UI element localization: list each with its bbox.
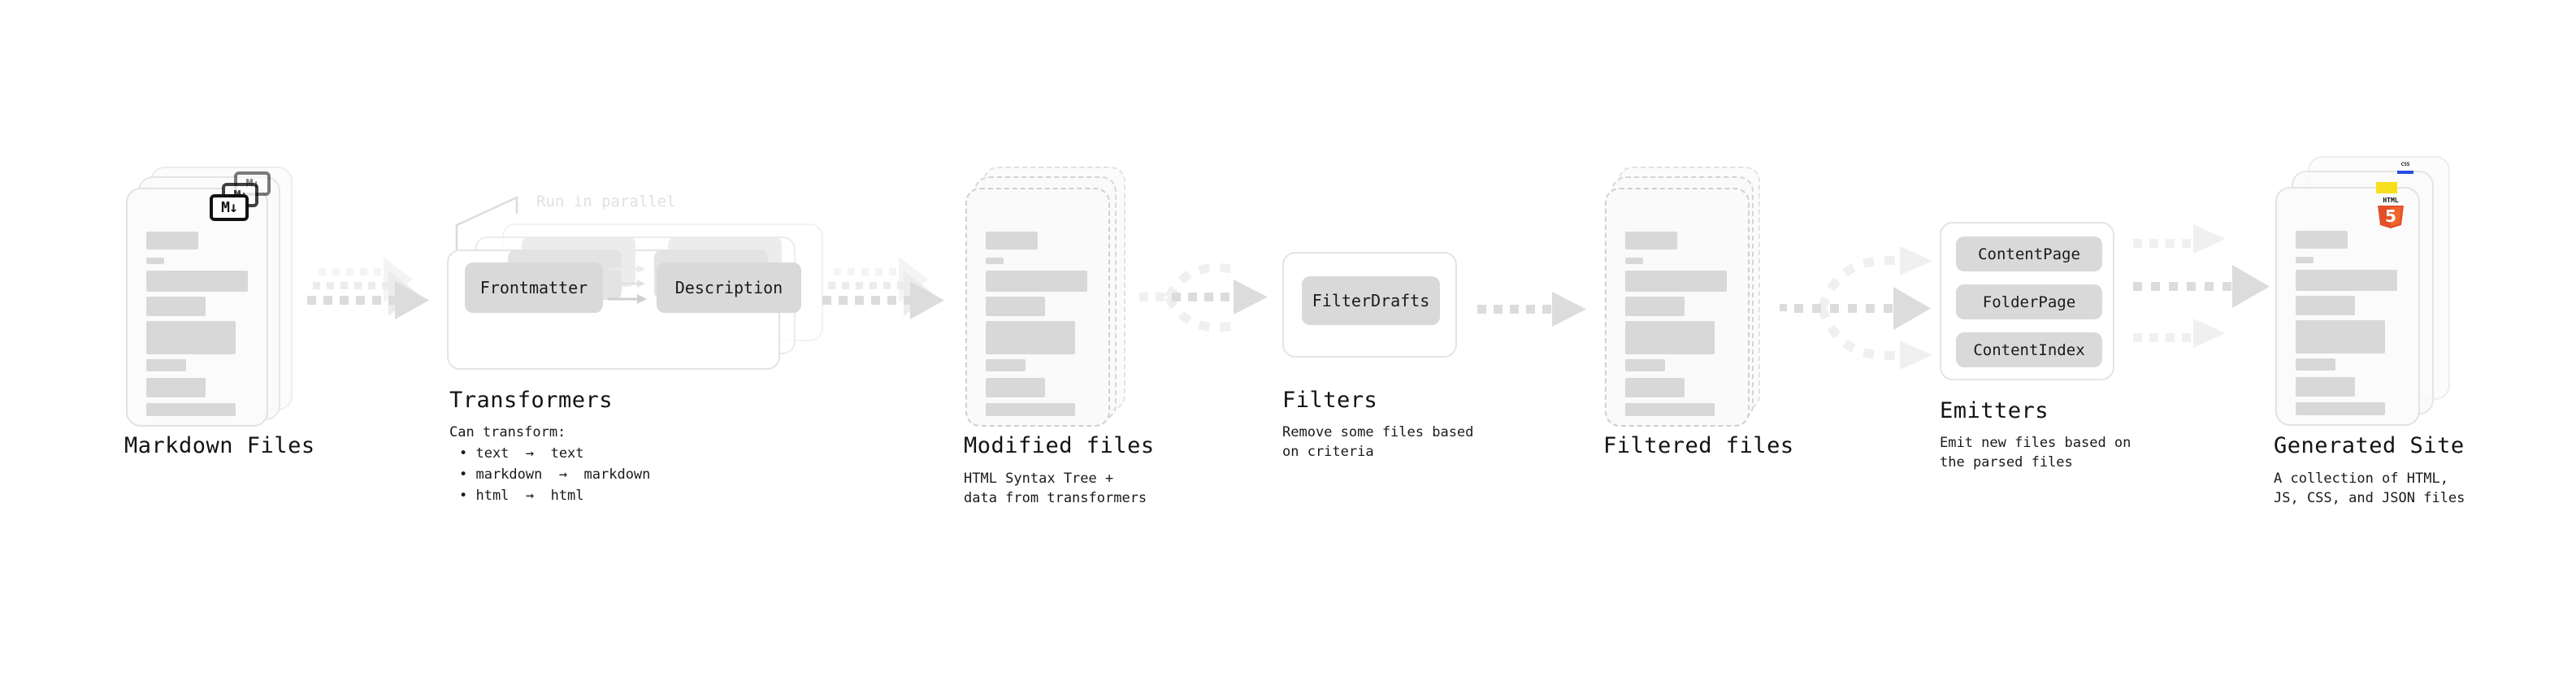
filtered-card-front [1605, 188, 1750, 427]
html5-badge: HTML 5 [2378, 197, 2404, 228]
content-bar [146, 403, 236, 416]
content-bar [986, 297, 1045, 316]
arrow-transformers-to-modified [822, 257, 944, 319]
arrow-markdown-to-transformers [307, 257, 429, 319]
content-bar [146, 258, 164, 264]
emitters-box: ContentPage FolderPage ContentIndex [1940, 222, 2114, 380]
emitters-subtitle: Emit new files based on the parsed files [1940, 435, 2131, 471]
content-bar [2296, 257, 2314, 263]
content-bar [2296, 296, 2355, 315]
content-bar [1625, 297, 1685, 316]
modified-files-subtitle: HTML Syntax Tree + data from transformer… [964, 471, 1147, 506]
js-badge [2376, 182, 2397, 193]
content-bar [1625, 321, 1715, 354]
emitter-pill-contentpage[interactable]: ContentPage [1956, 236, 2102, 271]
generated-site-subtitle: A collection of HTML, JS, CSS, and JSON … [2274, 471, 2465, 506]
page-title-emitters: Emitters [1940, 398, 2049, 423]
transformers-bullets: • text → text • markdown → markdown • ht… [459, 443, 650, 506]
filters-box: FilterDrafts [1282, 252, 1457, 358]
content-bar [146, 378, 206, 397]
content-bar [986, 271, 1087, 292]
run-in-parallel-bracket [455, 196, 518, 254]
filters-subtitle: Remove some files based on criteria [1282, 424, 1474, 460]
content-bar [986, 321, 1075, 354]
content-bar [1625, 271, 1727, 292]
content-bar [986, 378, 1045, 397]
transformer-pill-description[interactable]: Description [657, 262, 801, 313]
content-bar [1625, 232, 1677, 249]
content-bar [2296, 402, 2385, 415]
filter-pill-filterdrafts[interactable]: FilterDrafts [1302, 276, 1440, 325]
css-badge [2397, 171, 2413, 174]
filtered-files-stack [1605, 167, 1780, 427]
page-title-transformers: Transformers [449, 388, 614, 413]
content-bar [1625, 359, 1665, 371]
html5-badge-top-text: HTML [2383, 197, 2398, 204]
content-bar [986, 359, 1026, 371]
content-bar [2296, 358, 2335, 371]
markdown-card-front [126, 188, 268, 427]
content-bar [1625, 378, 1685, 397]
content-bar [1625, 258, 1643, 264]
page-title-filters: Filters [1282, 388, 1378, 413]
page-title-markdown-files: Markdown Files [124, 433, 315, 458]
run-in-parallel-label: Run in parallel [536, 193, 676, 210]
content-bar [986, 232, 1038, 249]
css-badge-label: CSS [2400, 162, 2410, 167]
content-bar [146, 321, 236, 354]
content-bar [1625, 403, 1715, 416]
markdown-badge: M↓ [210, 194, 249, 221]
content-bar [146, 232, 198, 249]
page-title-generated-site: Generated Site [2274, 433, 2465, 458]
content-bar [146, 297, 206, 316]
transformer-pill-frontmatter[interactable]: Frontmatter [465, 262, 603, 313]
content-bar [2296, 377, 2355, 397]
arrow-filters-to-filtered [1477, 292, 1586, 327]
transformers-bullet: • markdown → markdown [459, 466, 651, 483]
html5-badge-number: 5 [2385, 206, 2396, 226]
content-bar [146, 359, 186, 371]
markdown-files-stack: M↓ M↓ M↓ [126, 167, 297, 427]
page-title-filtered-files: Filtered files [1603, 433, 1794, 458]
content-bar [2296, 320, 2385, 354]
transformers-stack: Run in parallel Frontmatter Description [447, 191, 829, 370]
arrow-modified-to-filters [1139, 262, 1268, 332]
generated-site-stack: CSS HTML 5 [2275, 156, 2458, 426]
content-bar [2296, 231, 2348, 249]
arrow-filtered-to-emitters [1780, 246, 1932, 370]
modified-files-stack [965, 167, 1140, 427]
transformer-internal-arrows [608, 265, 647, 304]
modified-card-front [965, 188, 1110, 427]
content-bar [2296, 270, 2397, 291]
content-bar [986, 258, 1004, 264]
transformers-bullet: • html → html [459, 488, 584, 504]
emitter-pill-folderpage[interactable]: FolderPage [1956, 284, 2102, 319]
page-title-modified-files: Modified files [964, 433, 1155, 458]
emitter-pill-contentindex[interactable]: ContentIndex [1956, 332, 2102, 367]
arrow-emitters-to-site [2133, 224, 2270, 348]
content-bar [146, 271, 248, 292]
content-bar [986, 403, 1075, 416]
transformers-subtitle: Can transform: [449, 424, 566, 440]
transformers-bullet: • text → text [459, 445, 584, 462]
